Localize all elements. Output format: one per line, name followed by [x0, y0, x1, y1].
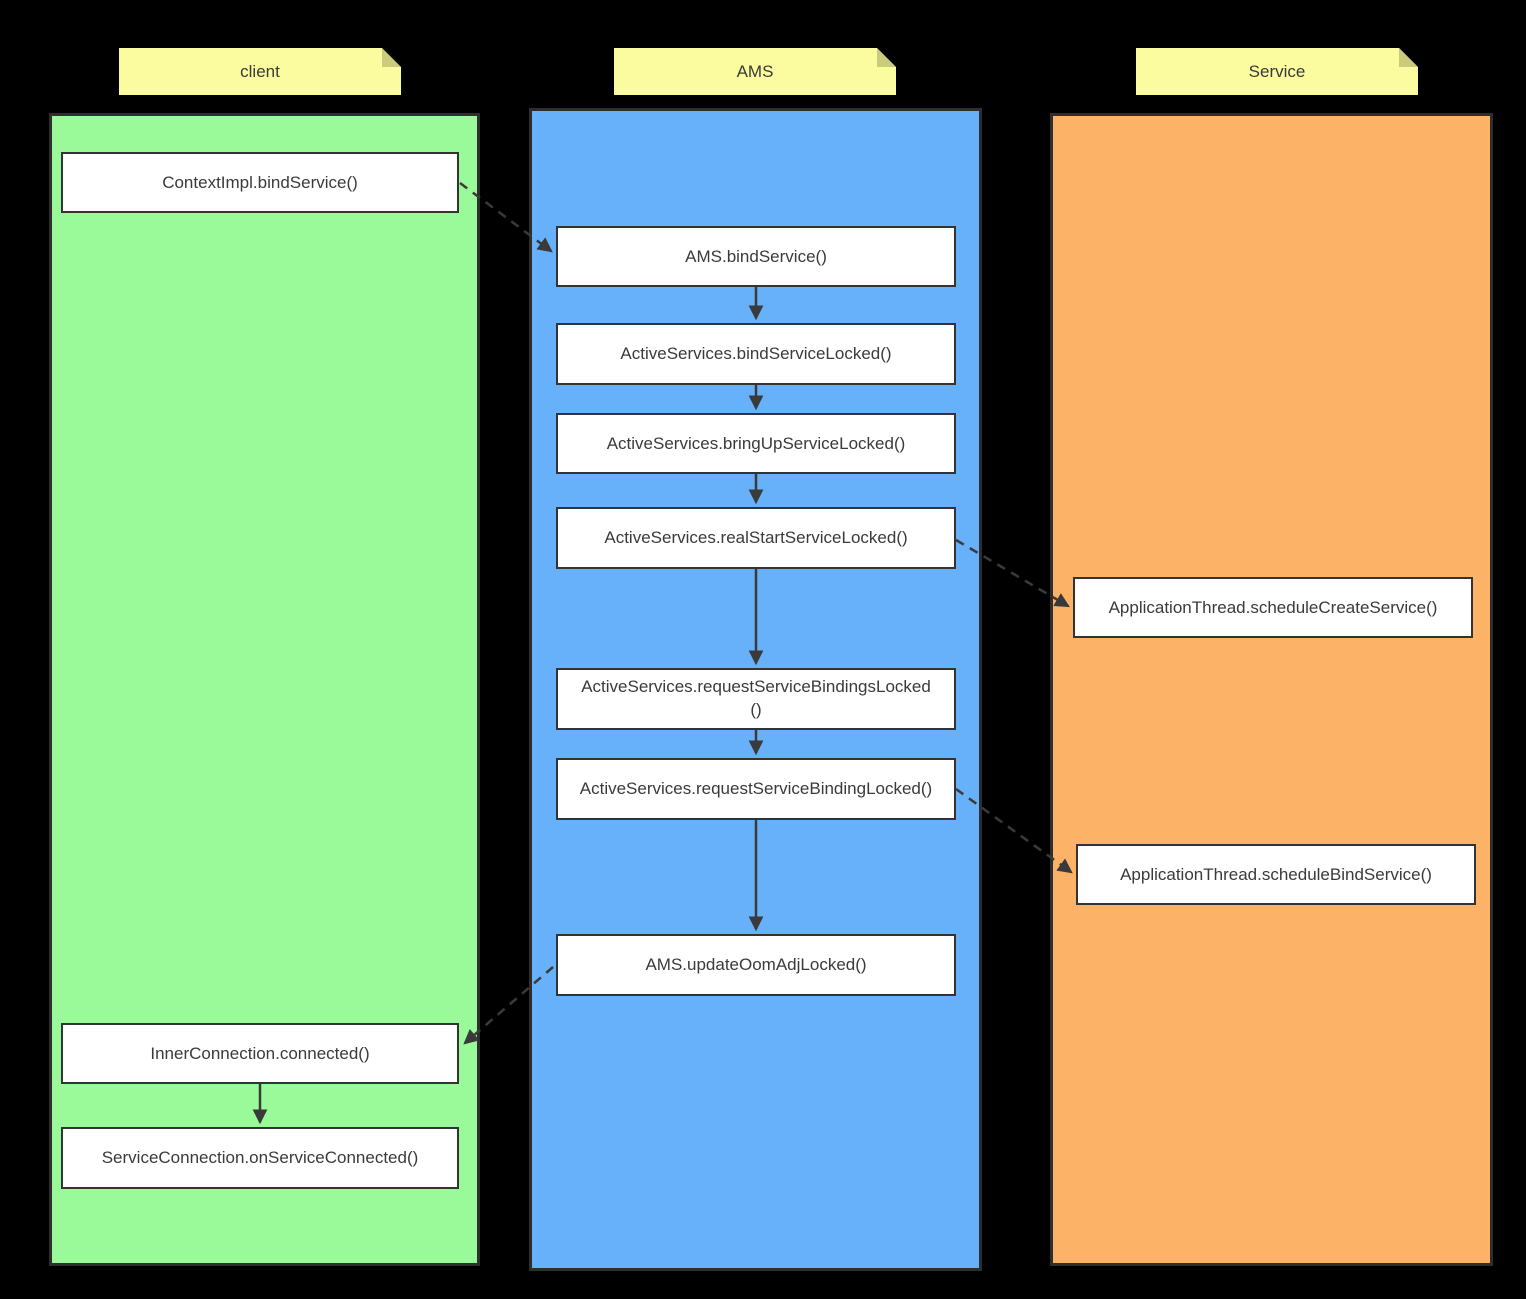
node-activeservices-requestservicebindingslocked: ActiveServices.requestServiceBindingsLoc… — [556, 668, 956, 730]
node-activeservices-bringupservicelocked: ActiveServices.bringUpServiceLocked() — [556, 413, 956, 474]
node-serviceconnection-onserviceconnected: ServiceConnection.onServiceConnected() — [61, 1127, 459, 1189]
lane-header-service-label: Service — [1248, 61, 1306, 81]
folded-corner-icon — [382, 48, 401, 67]
folded-corner-icon — [1399, 48, 1418, 67]
lane-client — [49, 113, 480, 1266]
node-applicationthread-schedulecreateservice: ApplicationThread.scheduleCreateService(… — [1073, 577, 1473, 638]
node-activeservices-requestservicebindinglocked: ActiveServices.requestServiceBindingLock… — [556, 758, 956, 820]
lane-header-ams: AMS — [614, 48, 896, 95]
lane-header-client: client — [119, 48, 401, 95]
node-ams-bindservice: AMS.bindService() — [556, 226, 956, 287]
lane-header-ams-label: AMS — [736, 61, 774, 81]
lane-header-client-label: client — [240, 61, 280, 81]
node-ams-updateoomadjlocked: AMS.updateOomAdjLocked() — [556, 934, 956, 996]
node-applicationthread-schedulebindservice: ApplicationThread.scheduleBindService() — [1076, 844, 1476, 905]
node-contextimpl-bindservice: ContextImpl.bindService() — [61, 152, 459, 213]
lane-header-service: Service — [1136, 48, 1418, 95]
node-activeservices-realstartservicelocked: ActiveServices.realStartServiceLocked() — [556, 507, 956, 569]
node-innerconnection-connected: InnerConnection.connected() — [61, 1023, 459, 1084]
lane-service — [1050, 113, 1493, 1266]
node-activeservices-bindservicelocked: ActiveServices.bindServiceLocked() — [556, 323, 956, 385]
folded-corner-icon — [877, 48, 896, 67]
